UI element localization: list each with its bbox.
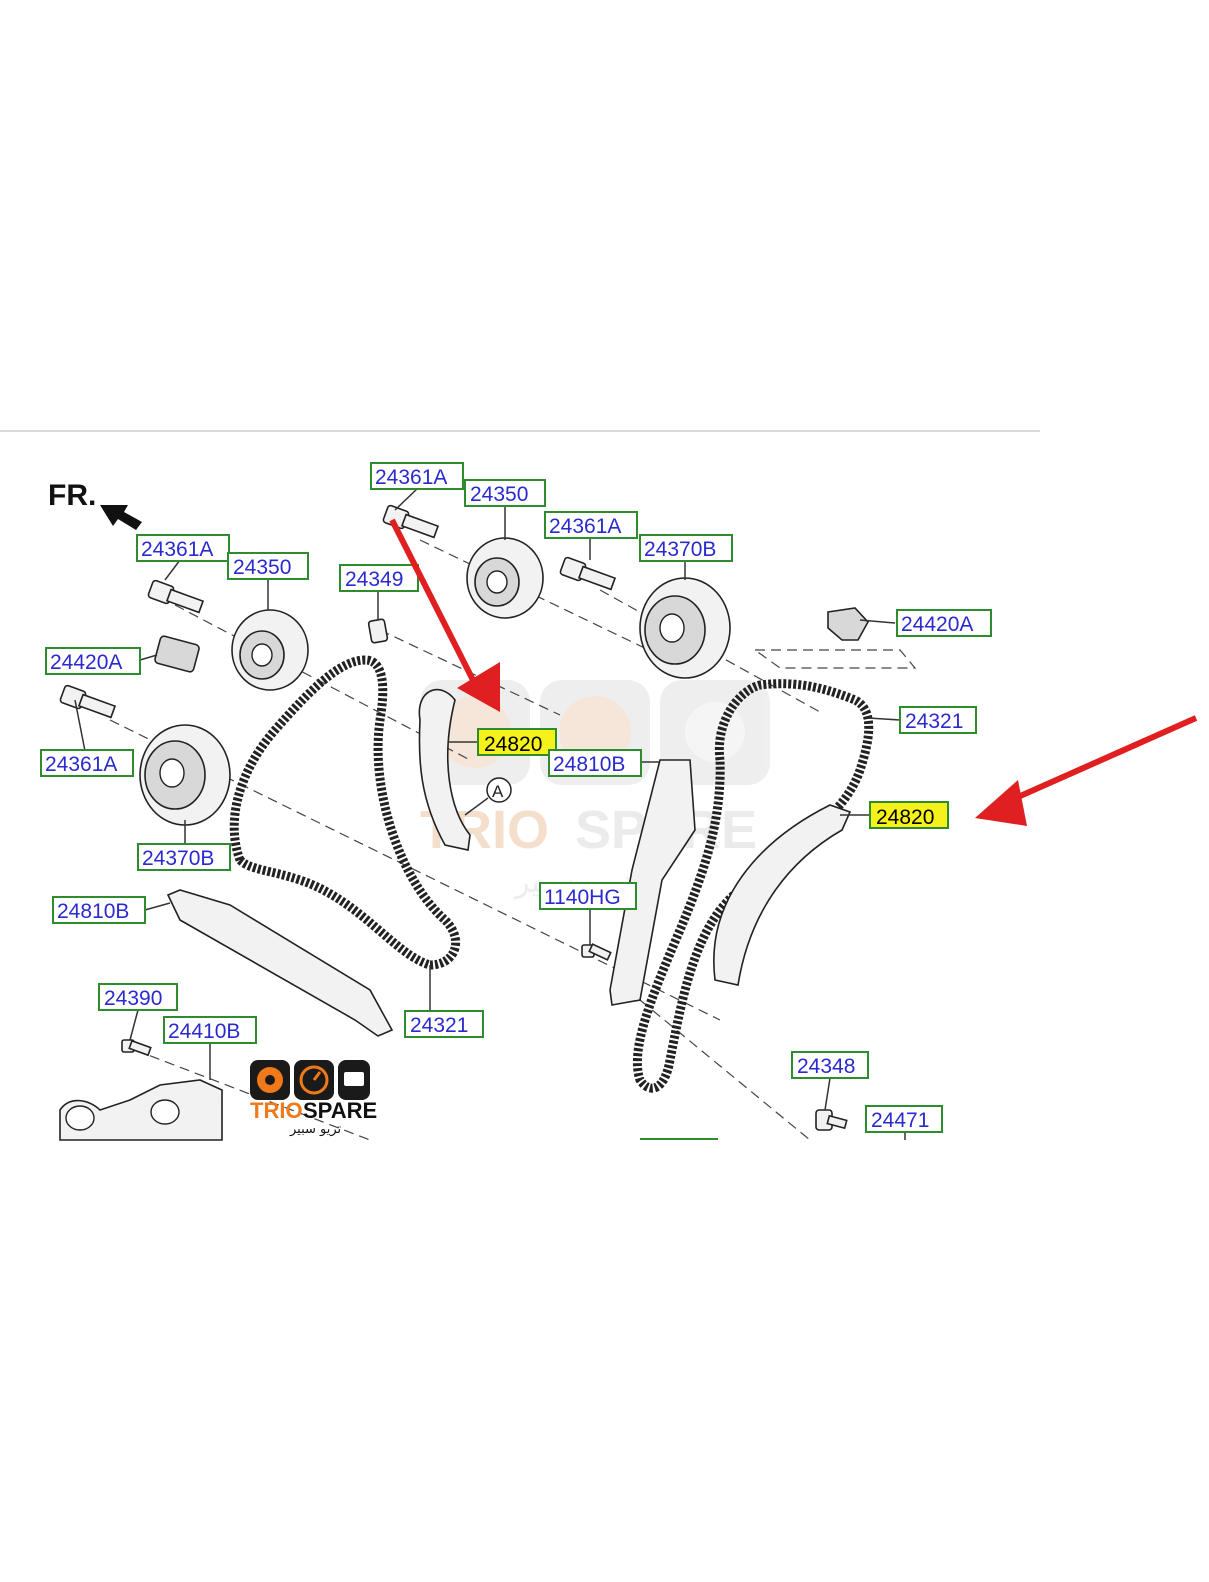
label-24471: 24471 [865, 1105, 943, 1133]
svg-text:تريو سبير: تريو سبير [289, 1122, 342, 1137]
bolt-24361a-mid [559, 556, 617, 591]
label-24348: 24348 [791, 1051, 869, 1079]
svg-text:24810B: 24810B [553, 753, 625, 776]
front-label: FR. [48, 479, 96, 512]
svg-text:24420A: 24420A [901, 613, 973, 636]
bolt-24348 [815, 1109, 848, 1131]
label-24420a-right: 24420A [896, 609, 992, 637]
sprocket-24350-top [466, 537, 544, 619]
red-arrow-left [389, 518, 500, 712]
svg-text:24370B: 24370B [644, 538, 716, 561]
right-timing-chain [632, 679, 874, 1093]
svg-text:SPARE: SPARE [303, 1098, 377, 1123]
speedometer-icon [299, 1065, 329, 1095]
svg-text:24361A: 24361A [549, 515, 621, 538]
brand-logo: TRIO SPARE تريو سبير [250, 1060, 377, 1137]
svg-text:24390: 24390 [104, 987, 162, 1010]
bolt-24390 [121, 1039, 152, 1057]
bolt-1140hg [581, 943, 612, 961]
bolt-24361a-left-top [147, 579, 205, 614]
svg-text:24349: 24349 [345, 568, 403, 591]
svg-text:24370B: 24370B [142, 847, 214, 870]
label-24349: 24349 [339, 564, 419, 592]
guides [59, 688, 852, 1141]
front-arrow-icon [100, 505, 142, 530]
svg-text:24420A: 24420A [50, 651, 122, 674]
label-24410b: 24410B [163, 1016, 257, 1044]
svg-text:24410B: 24410B [168, 1020, 240, 1043]
svg-text:TRIO: TRIO [250, 1098, 303, 1123]
parts-upper-group [382, 504, 869, 679]
tensioner-24410b [59, 1079, 223, 1141]
watermark: TRIO SPARE تريو سبير [420, 680, 770, 900]
bolt-24361a-left-bottom [59, 684, 117, 719]
label-24321-right: 24321 [899, 706, 977, 734]
dowel-24349 [367, 618, 389, 644]
label-24321-left: 24321 [404, 1010, 484, 1038]
cam-phaser-24370b-right [639, 577, 731, 679]
sprocket-24350-left [231, 609, 309, 691]
svg-text:24321: 24321 [905, 710, 963, 733]
svg-text:A: A [492, 782, 504, 801]
left-timing-chain [229, 655, 461, 970]
svg-text:24321: 24321 [410, 1014, 468, 1037]
label-24810b-left: 24810B [52, 896, 146, 924]
svg-text:24361A: 24361A [375, 466, 447, 489]
svg-text:24820: 24820 [876, 806, 934, 829]
label-24370b-left: 24370B [137, 843, 231, 871]
tensioner-arm-24820-right [713, 804, 852, 986]
sensor-24420a-left [154, 635, 200, 673]
svg-text:24350: 24350 [470, 483, 528, 506]
label-24361a-left-bottom: 24361A [40, 749, 134, 777]
label-24810b-middle: 24810B [548, 749, 642, 777]
label-24420a-left: 24420A [45, 647, 141, 675]
svg-text:24810B: 24810B [57, 900, 129, 923]
svg-text:24361A: 24361A [141, 538, 213, 561]
label-24820-right-highlighted: 24820 [869, 801, 949, 829]
svg-text:24348: 24348 [797, 1055, 855, 1078]
label-1140hg: 1140HG [539, 882, 637, 910]
parts-left-group [59, 579, 389, 826]
svg-text:24820: 24820 [484, 733, 542, 756]
tensioner-arm-24820-left [418, 688, 471, 851]
label-24390: 24390 [98, 983, 178, 1011]
sensor-24420a-right [827, 607, 869, 641]
label-24820-left-highlighted: 24820 [477, 728, 557, 756]
red-arrow-right [975, 715, 1198, 826]
svg-text:24350: 24350 [233, 556, 291, 579]
label-24361a-top: 24361A [370, 462, 464, 490]
label-24370b-top: 24370B [639, 534, 733, 562]
label-24350-left: 24350 [227, 552, 309, 580]
leader-lines [74, 487, 906, 1140]
cam-phaser-24370b-left [139, 724, 231, 826]
label-24350-top: 24350 [464, 479, 546, 507]
chain-guide-24810b-left [166, 889, 394, 1037]
svg-text:24361A: 24361A [45, 753, 117, 776]
front-direction-indicator: FR. [48, 479, 142, 530]
label-24361a-mid: 24361A [544, 511, 638, 539]
view-callout-a: A [464, 777, 512, 816]
part-labels: 24361A 24350 24361A 24370B 24361A 24350 … [40, 462, 992, 1140]
label-24361a-left: 24361A [136, 534, 230, 562]
svg-text:1140HG: 1140HG [544, 886, 621, 909]
svg-text:24471: 24471 [871, 1109, 929, 1132]
engine-icon [344, 1072, 364, 1086]
